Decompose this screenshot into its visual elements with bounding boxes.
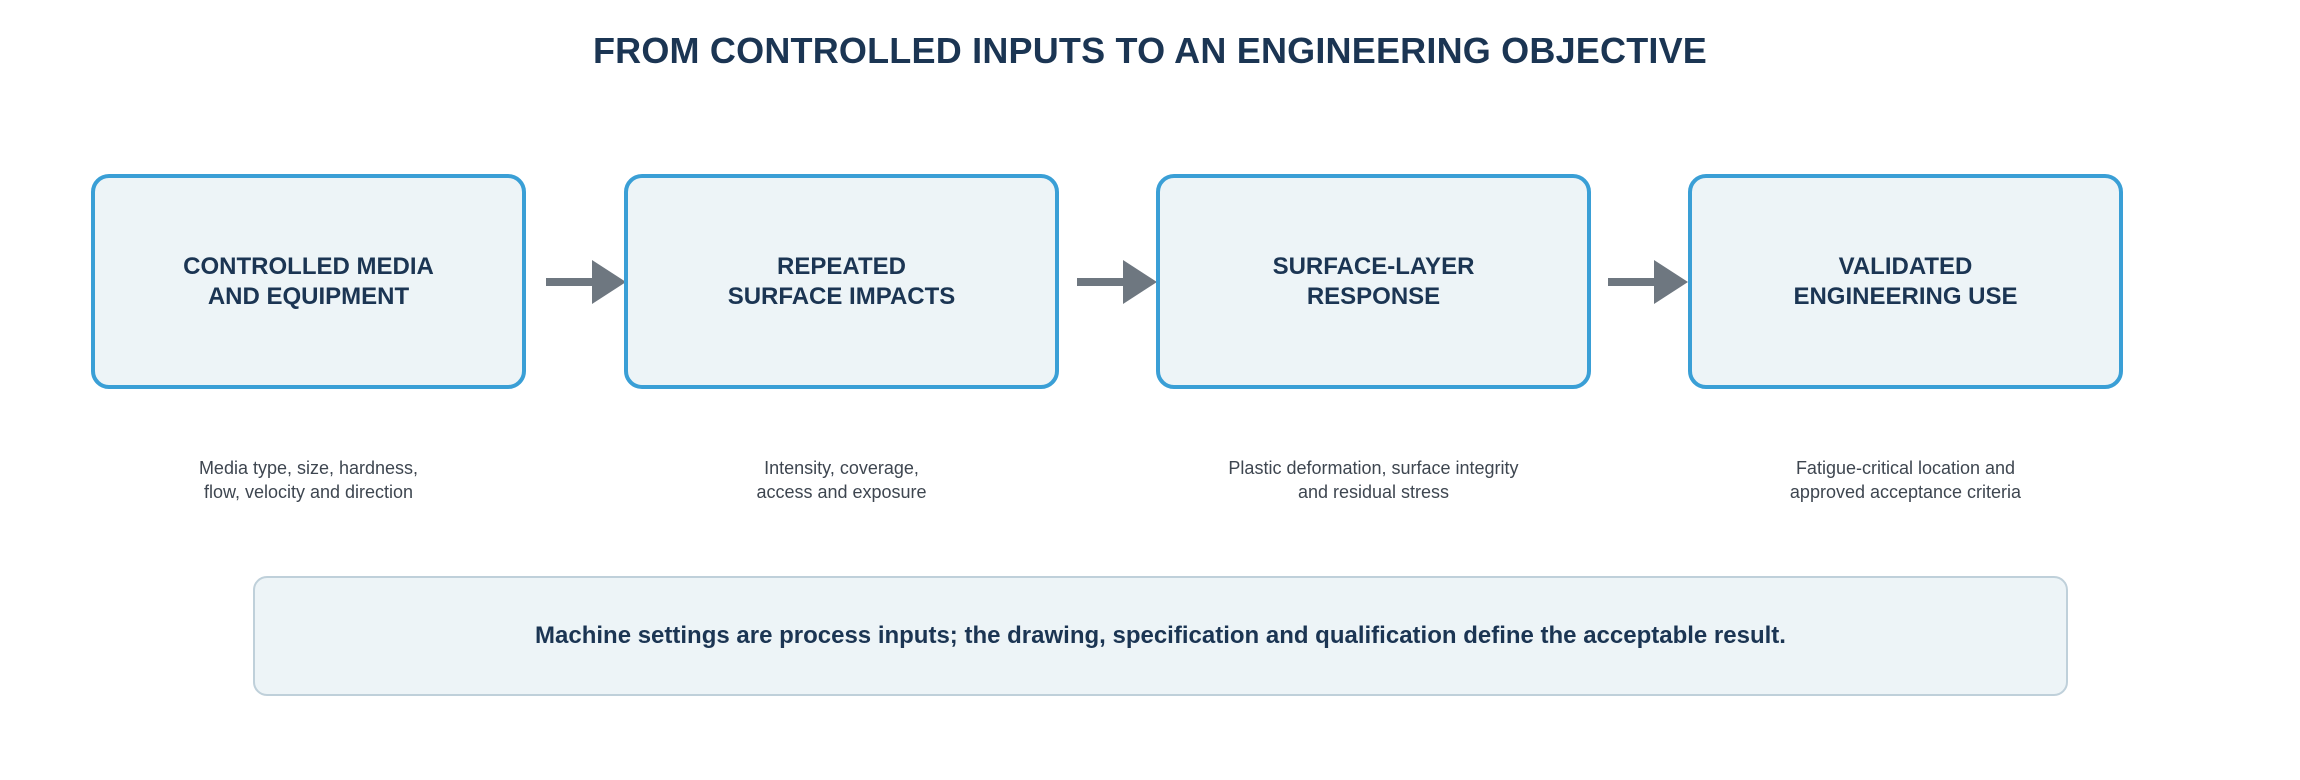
stage-label-line: ENGINEERING USE xyxy=(1793,282,2018,310)
stage-box-surface-layer-response: SURFACE-LAYER RESPONSE xyxy=(1156,174,1591,389)
stage-label-line: REPEATED xyxy=(777,252,906,280)
caption-line: Fatigue-critical location and xyxy=(1795,458,2016,478)
summary-note-text: Machine settings are process inputs; the… xyxy=(535,622,1786,649)
caption-line: access and exposure xyxy=(756,482,927,502)
stage-label-line: CONTROLLED MEDIA xyxy=(183,252,434,280)
stage-caption-repeated-impacts: Intensity, coverage, access and exposure xyxy=(624,456,1059,504)
caption-line: and residual stress xyxy=(1297,482,1450,502)
stage-box-validated-use: VALIDATED ENGINEERING USE xyxy=(1688,174,2123,389)
right-arrow-icon xyxy=(1608,260,1688,304)
stage-box-controlled-media: CONTROLLED MEDIA AND EQUIPMENT xyxy=(91,174,526,389)
stage-label-line: SURFACE IMPACTS xyxy=(727,282,956,310)
caption-line: approved acceptance criteria xyxy=(1789,482,2022,502)
summary-note-box: Machine settings are process inputs; the… xyxy=(253,576,2068,696)
right-arrow-icon xyxy=(1077,260,1157,304)
caption-line: flow, velocity and direction xyxy=(203,482,414,502)
stage-label-line: RESPONSE xyxy=(1306,282,1441,310)
caption-line: Plastic deformation, surface integrity xyxy=(1228,458,1519,478)
caption-line: Intensity, coverage, xyxy=(764,458,919,478)
diagram-title: FROM CONTROLLED INPUTS TO AN ENGINEERING… xyxy=(592,30,1708,71)
stage-box-repeated-impacts: REPEATED SURFACE IMPACTS xyxy=(624,174,1059,389)
stage-caption-controlled-media: Media type, size, hardness, flow, veloci… xyxy=(91,456,526,504)
caption-line: Media type, size, hardness, xyxy=(198,458,419,478)
stage-label-line: SURFACE-LAYER xyxy=(1272,252,1475,280)
stage-label-line: AND EQUIPMENT xyxy=(207,282,410,310)
right-arrow-icon xyxy=(546,260,626,304)
stage-caption-validated-use: Fatigue-critical location and approved a… xyxy=(1688,456,2123,504)
stage-caption-surface-layer-response: Plastic deformation, surface integrity a… xyxy=(1156,456,1591,504)
stage-label-line: VALIDATED xyxy=(1838,252,1973,280)
